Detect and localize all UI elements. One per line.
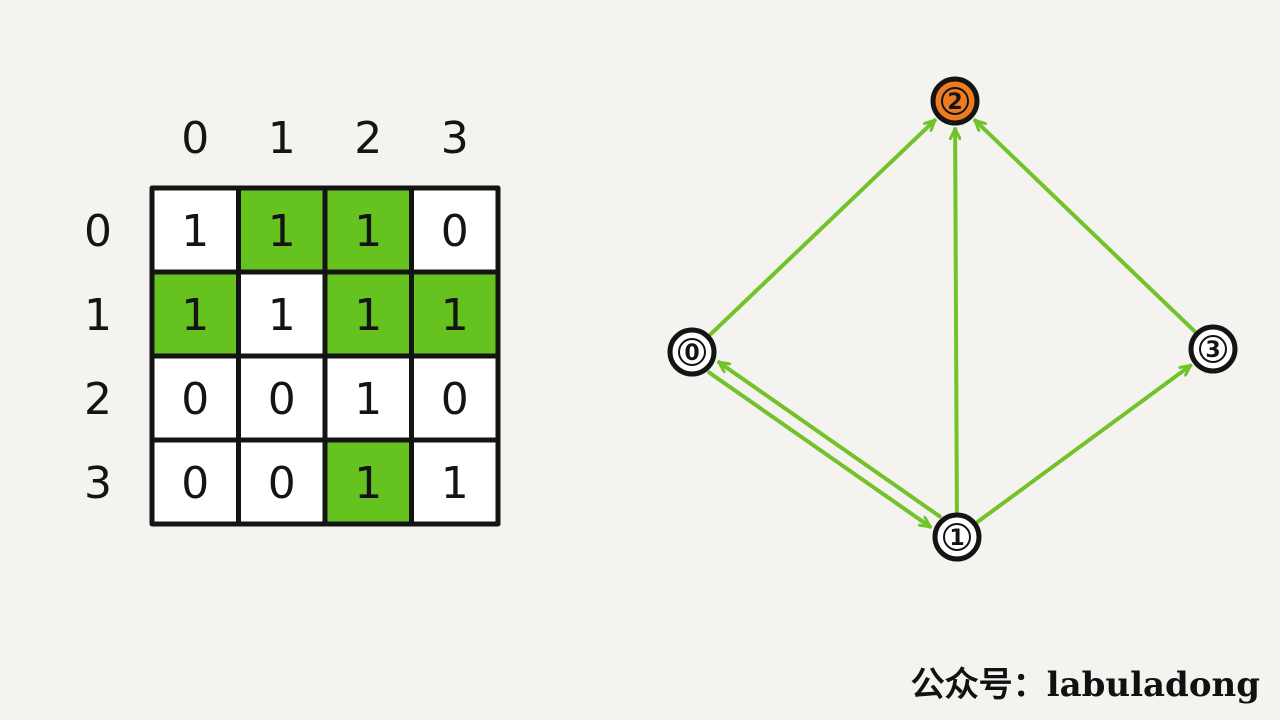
edge-0-2 bbox=[708, 118, 937, 337]
matrix-cell-value: 1 bbox=[268, 290, 296, 341]
matrix-cell-value: 1 bbox=[181, 206, 209, 257]
matrix-cell bbox=[409, 437, 501, 527]
node-0-label: 0 bbox=[684, 341, 699, 366]
node-2-circle bbox=[930, 76, 980, 126]
matrix-cell-value: 1 bbox=[441, 458, 469, 509]
row-header-0: 0 bbox=[84, 206, 112, 257]
edge-0-1 bbox=[707, 370, 933, 529]
adjacency-matrix: 0 1 2 3 0 1 2 3 1 1 1 0 1 1 1 1 0 0 1 0 0 0 1 1 bbox=[84, 113, 501, 527]
edge-1-3 bbox=[975, 363, 1193, 524]
matrix-cell-value: 1 bbox=[268, 206, 296, 257]
graph-nodes: 0 1 2 3 bbox=[667, 76, 1238, 562]
graph-edges bbox=[707, 118, 1197, 529]
matrix-cell-value: 1 bbox=[354, 374, 382, 425]
matrix-cell-value: 0 bbox=[441, 374, 469, 425]
matrix-cell-value: 1 bbox=[181, 290, 209, 341]
edge-3-2 bbox=[973, 118, 1197, 333]
matrix-cell-value: 0 bbox=[268, 374, 296, 425]
col-header-3: 3 bbox=[441, 113, 469, 164]
matrix-cell-value: 1 bbox=[354, 290, 382, 341]
node-2-inner-ring bbox=[941, 87, 969, 115]
matrix-cell-value: 1 bbox=[354, 206, 382, 257]
edge-1-0 bbox=[716, 360, 942, 519]
node-1-inner-ring bbox=[943, 523, 971, 551]
row-header-3: 3 bbox=[84, 458, 112, 509]
node-2-label: 2 bbox=[947, 90, 962, 115]
node-3-circle bbox=[1188, 324, 1238, 374]
col-header-0: 0 bbox=[181, 113, 209, 164]
node-3-inner-ring bbox=[1199, 335, 1227, 363]
col-header-1: 1 bbox=[268, 113, 296, 164]
row-header-1: 1 bbox=[84, 290, 112, 341]
matrix-cell-value: 0 bbox=[181, 458, 209, 509]
matrix-cell-value: 0 bbox=[268, 458, 296, 509]
matrix-cell-value: 1 bbox=[354, 458, 382, 509]
col-header-2: 2 bbox=[354, 113, 382, 164]
node-1-circle bbox=[932, 512, 982, 562]
matrix-cell bbox=[236, 353, 328, 443]
node-0-inner-ring bbox=[678, 338, 706, 366]
node-3-label: 3 bbox=[1205, 338, 1220, 363]
node-0-circle bbox=[667, 327, 717, 377]
watermark: 公众号：labuladong bbox=[910, 665, 1260, 705]
edge-1-2 bbox=[955, 126, 957, 514]
matrix-cell bbox=[409, 185, 501, 275]
matrix-cell-highlighted bbox=[409, 269, 501, 359]
row-header-2: 2 bbox=[84, 374, 112, 425]
matrix-cell-value: 0 bbox=[441, 206, 469, 257]
matrix-cell-value: 1 bbox=[441, 290, 469, 341]
matrix-cell-value: 0 bbox=[181, 374, 209, 425]
node-1-label: 1 bbox=[949, 526, 964, 551]
